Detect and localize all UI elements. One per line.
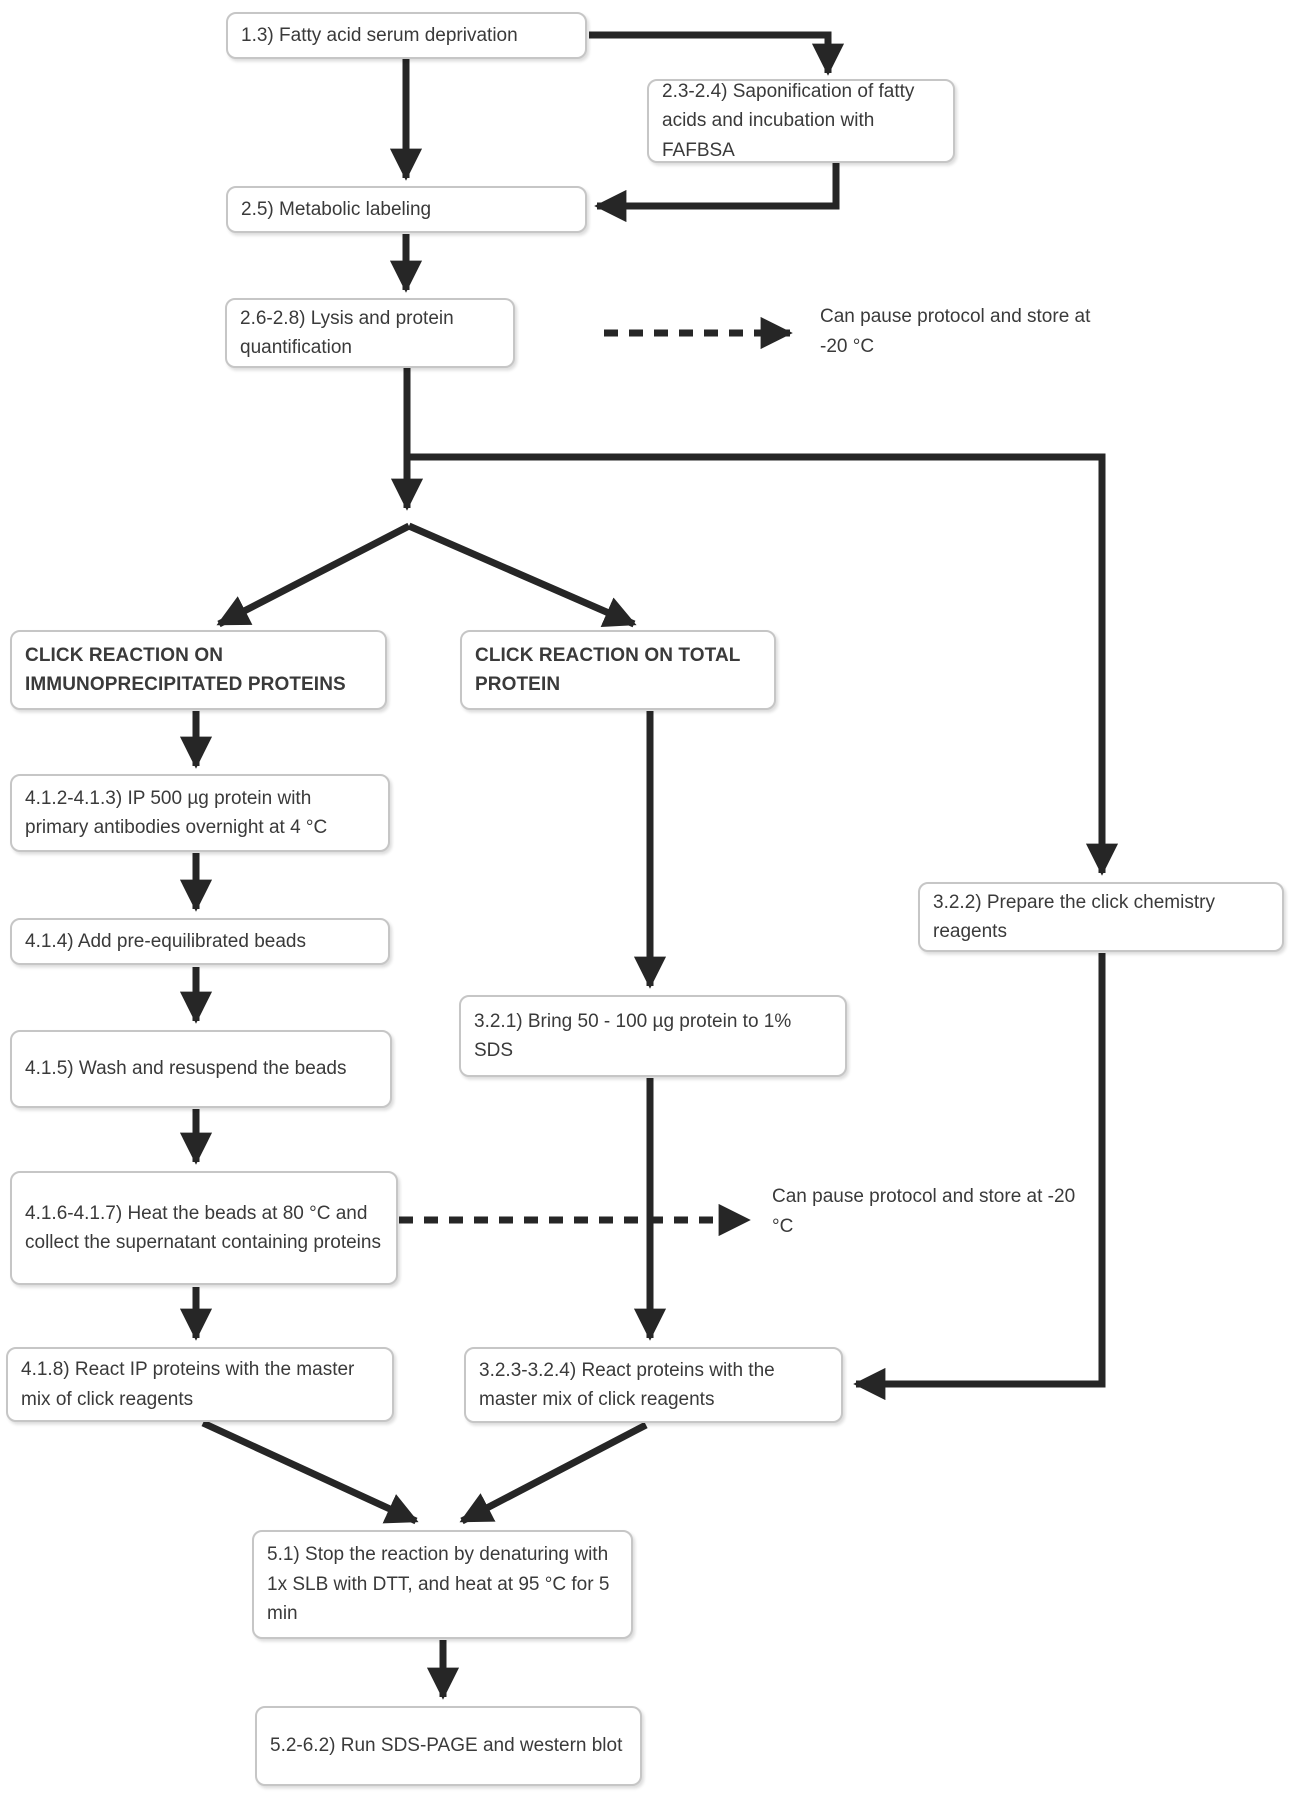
- node-label: 1.3) Fatty acid serum deprivation: [241, 24, 518, 46]
- node-run-sds-page-western-blot: 5.2-6.2) Run SDS-PAGE and western blot: [255, 1706, 642, 1786]
- arrow-2-3-2-4-to-2-5: [594, 163, 840, 223]
- arrow-3-2-2-to-3-2-3: [853, 953, 1106, 1401]
- node-metabolic-labeling: 2.5) Metabolic labeling: [226, 186, 587, 233]
- node-react-ip-proteins-click-reagents: 4.1.8) React IP proteins with the master…: [6, 1347, 394, 1422]
- node-label: 4.1.4) Add pre-equilibrated beads: [25, 930, 306, 952]
- node-label: 4.1.8) React IP proteins with the master…: [21, 1359, 355, 1410]
- node-label: 4.1.6-4.1.7) Heat the beads at 80 °C and…: [25, 1202, 381, 1253]
- node-header-click-reaction-total: CLICK REACTION ON TOTAL PROTEIN: [460, 630, 776, 710]
- node-lysis-protein-quantification: 2.6-2.8) Lysis and protein quantificatio…: [225, 298, 515, 368]
- node-react-proteins-click-reagents: 3.2.3-3.2.4) React proteins with the mas…: [464, 1347, 843, 1423]
- node-label: 3.2.1) Bring 50 - 100 µg protein to 1% S…: [474, 1010, 792, 1061]
- node-header-click-reaction-ip: CLICK REACTION ON IMMUNOPRECIPITATED PRO…: [10, 630, 387, 710]
- pause-note-2: Can pause protocol and store at -20 °C: [772, 1186, 1076, 1238]
- arrow-split-left: [216, 522, 411, 628]
- node-label: 2.6-2.8) Lysis and protein quantificatio…: [240, 307, 454, 358]
- node-label: 3.2.3-3.2.4) React proteins with the mas…: [479, 1359, 775, 1410]
- node-ip-500ug-protein: 4.1.2-4.1.3) IP 500 µg protein with prim…: [10, 774, 390, 852]
- pause-note-1: Can pause protocol and store at -20 °C: [820, 306, 1091, 358]
- node-stop-reaction-denature: 5.1) Stop the reaction by denaturing wit…: [252, 1530, 633, 1639]
- node-label: 4.1.2-4.1.3) IP 500 µg protein with prim…: [25, 787, 328, 838]
- node-label: 3.2.2) Prepare the click chemistry reage…: [933, 891, 1215, 942]
- node-label: 2.5) Metabolic labeling: [241, 198, 432, 220]
- node-heat-beads-collect-supernatant: 4.1.6-4.1.7) Heat the beads at 80 °C and…: [10, 1171, 398, 1285]
- node-label: 5.1) Stop the reaction by denaturing wit…: [267, 1544, 610, 1625]
- node-add-preequilibrated-beads: 4.1.4) Add pre-equilibrated beads: [10, 918, 390, 965]
- node-label: CLICK REACTION ON TOTAL PROTEIN: [475, 644, 741, 695]
- arrow-4-1-8-to-5-1: [201, 1419, 419, 1525]
- node-saponification-fafbsa: 2.3-2.4) Saponification of fatty acids a…: [647, 79, 955, 163]
- node-prepare-click-chemistry-reagents: 3.2.2) Prepare the click chemistry reage…: [918, 882, 1284, 952]
- arrow-1-3-to-2-3-2-4: [589, 31, 845, 76]
- node-label: 4.1.5) Wash and resuspend the beads: [25, 1058, 347, 1080]
- node-bring-protein-to-1pct-sds: 3.2.1) Bring 50 - 100 µg protein to 1% S…: [459, 995, 847, 1077]
- node-label: 5.2-6.2) Run SDS-PAGE and western blot: [270, 1735, 623, 1757]
- node-fatty-acid-serum-deprivation: 1.3) Fatty acid serum deprivation: [226, 12, 587, 59]
- arrow-branch-to-3-2-2: [407, 453, 1119, 876]
- arrow-split-right: [407, 522, 637, 628]
- arrow-3-2-3-to-5-1: [459, 1421, 648, 1525]
- node-wash-resuspend-beads: 4.1.5) Wash and resuspend the beads: [10, 1030, 392, 1108]
- node-label: CLICK REACTION ON IMMUNOPRECIPITATED PRO…: [25, 644, 346, 695]
- node-label: 2.3-2.4) Saponification of fatty acids a…: [662, 80, 915, 161]
